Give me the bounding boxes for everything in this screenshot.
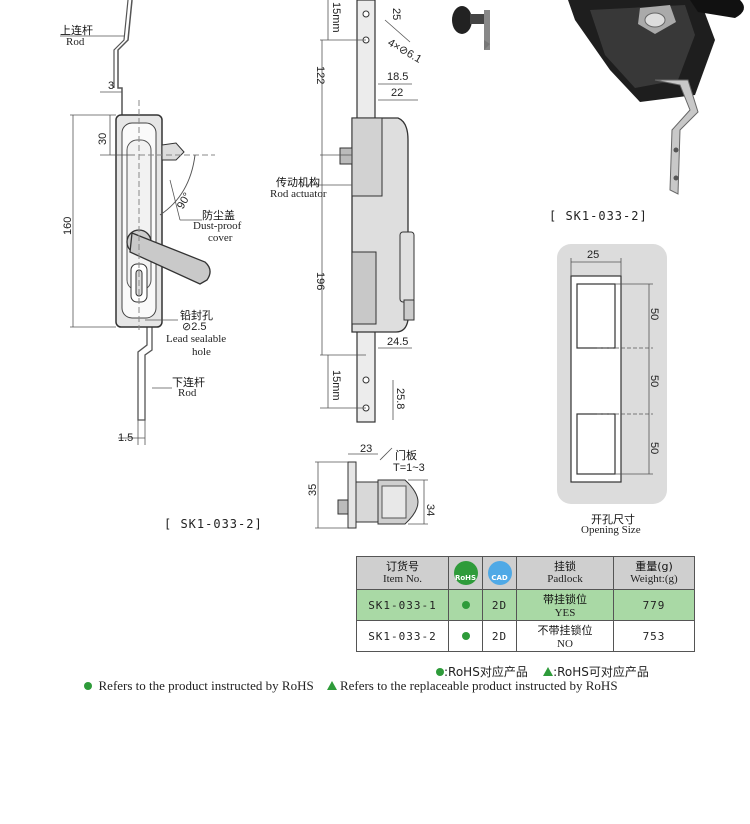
lead-hole-dim: ⊘2.5 — [182, 321, 207, 333]
row-padlock: 带挂锁位 YES — [516, 589, 614, 621]
header-weight-cn: 重量(g) — [635, 560, 673, 573]
cad-badge-icon: CAD — [487, 561, 512, 585]
rohs-dot-icon — [84, 682, 92, 690]
opening-size-label-en: Opening Size — [581, 524, 641, 536]
header-padlock-en: Padlock — [547, 573, 583, 585]
dim-34: 34 — [424, 504, 436, 517]
dim-15mm-bottom: 15mm — [330, 370, 342, 401]
door-thickness: T=1~3 — [393, 462, 425, 474]
row-item: SK1-033-1 — [356, 589, 449, 621]
table-row: SK1-033-1 2D 带挂锁位 YES 779 — [356, 589, 695, 621]
opening-dim-25: 25 — [587, 249, 600, 261]
legend-tri-en: Refers to the replaceable product instru… — [339, 678, 618, 693]
dim-30: 30 — [97, 132, 109, 145]
table-row: SK1-033-2 2D 不带挂锁位 NO 753 — [356, 620, 695, 652]
dim-23: 23 — [360, 443, 373, 455]
rod-actuator-label-en: Rod actuator — [270, 188, 327, 200]
rod-bottom-label-cn: 下连杆 — [172, 376, 205, 389]
lead-hole-label-en-1: Lead sealable — [166, 333, 227, 345]
right-model-label: [ SK1-033-2] — [549, 209, 648, 223]
dim-35: 35 — [307, 483, 319, 496]
header-padlock-cn: 挂锁 — [554, 560, 576, 573]
header-padlock: 挂锁 Padlock — [516, 556, 614, 590]
rohs-dot-icon — [448, 589, 483, 621]
legend-dot-en: Refers to the product instructed by RoHS — [98, 678, 314, 693]
dim-122: 122 — [314, 66, 326, 85]
row-padlock: 不带挂锁位 NO — [516, 620, 614, 652]
left-front-drawing — [60, 0, 215, 445]
dim-160: 160 — [62, 216, 74, 235]
spec-table: 订货号 Item No. RoHS CAD 挂锁 Padlock 重量(g) W… — [356, 556, 695, 652]
opening-dim-50-a: 50 — [648, 308, 660, 321]
dust-cover-label-en-1: Dust-proof — [193, 220, 242, 232]
dim-25-top: 25 — [390, 8, 402, 21]
dim-22: 22 — [391, 87, 404, 99]
middle-side-drawing — [300, 0, 418, 423]
header-item: 订货号 Item No. — [356, 556, 449, 590]
rohs-dot-icon — [436, 668, 444, 676]
table-header-row: 订货号 Item No. RoHS CAD 挂锁 Padlock 重量(g) W… — [356, 556, 695, 590]
row-padlock-en: NO — [557, 638, 573, 650]
opening-dim-50-c: 50 — [648, 442, 660, 455]
rod-top-label-cn: 上连杆 — [60, 24, 93, 37]
row-item: SK1-033-2 — [356, 620, 449, 652]
row-weight: 753 — [613, 620, 695, 652]
dim-25-8: 25.8 — [394, 388, 406, 410]
rohs-dot-icon — [448, 620, 483, 652]
side-view-drawing — [315, 447, 428, 529]
dust-cover-label-cn: 防尘盖 — [202, 209, 235, 222]
dim-18-5: 18.5 — [387, 71, 409, 83]
header-rohs: RoHS — [448, 556, 483, 590]
dim-3: 3 — [108, 80, 115, 92]
opening-size-drawing — [570, 258, 653, 483]
dust-cover-label-en-2: cover — [208, 232, 233, 244]
row-padlock-cn: 带挂锁位 — [543, 593, 587, 606]
row-cad: 2D — [482, 589, 517, 621]
dim-15mm-top: 15mm — [330, 2, 342, 33]
legend-tri-cn: :RoHS可对应产品 — [553, 665, 649, 679]
header-item-en: Item No. — [382, 573, 423, 585]
product-photo — [452, 0, 744, 195]
header-item-cn: 订货号 — [386, 560, 419, 573]
rod-top-label-en: Rod — [66, 36, 85, 48]
opening-size-label-cn: 开孔尺寸 — [591, 513, 635, 526]
header-weight-en: Weight:(g) — [630, 573, 678, 585]
rohs-badge-icon: RoHS — [453, 561, 478, 585]
header-weight: 重量(g) Weight:(g) — [613, 556, 695, 590]
door-panel-label-cn: 门板 — [395, 449, 417, 462]
row-cad: 2D — [482, 620, 517, 652]
left-model-label: [ SK1-033-2] — [164, 517, 263, 531]
lead-hole-label-en-2: hole — [192, 346, 211, 358]
row-weight: 779 — [613, 589, 695, 621]
dim-24-5: 24.5 — [387, 336, 409, 348]
row-padlock-en: YES — [554, 607, 576, 619]
row-padlock-cn: 不带挂锁位 — [537, 624, 593, 637]
lead-hole-label-cn: 铅封孔 — [180, 309, 213, 322]
opening-dim-50-b: 50 — [648, 375, 660, 388]
dim-196: 196 — [314, 272, 326, 291]
legend-en: Refers to the product instructed by RoHS… — [84, 678, 618, 694]
rod-actuator-label-cn: 传动机构 — [276, 176, 320, 189]
rohs-triangle-icon — [326, 681, 337, 690]
dim-1-5: 1.5 — [118, 432, 134, 444]
header-cad: CAD — [482, 556, 517, 590]
legend-cn: :RoHS对应产品 :RoHS可对应产品 — [436, 663, 649, 680]
rod-bottom-label-en: Rod — [178, 387, 197, 399]
legend-dot-cn: :RoHS对应产品 — [444, 665, 528, 679]
rohs-triangle-icon — [543, 667, 554, 676]
